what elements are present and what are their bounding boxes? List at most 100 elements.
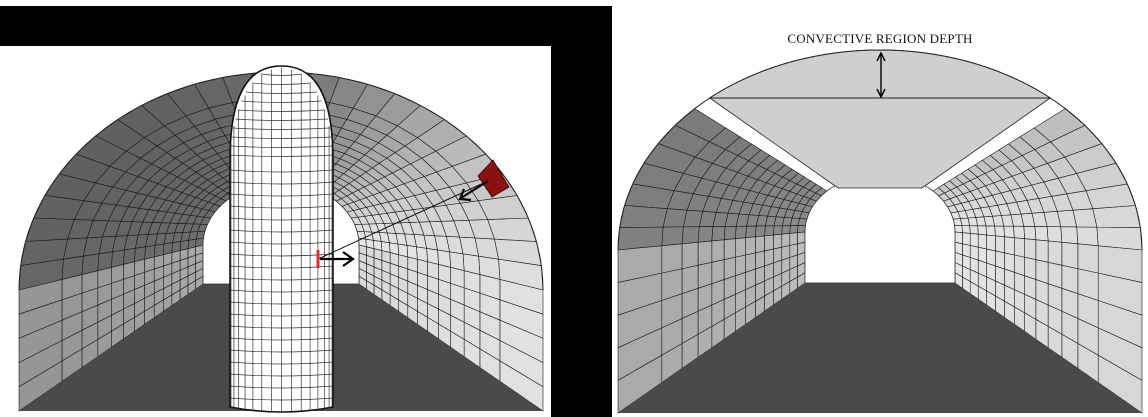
convective-region-depth-label: CONVECTIVE REGION DEPTH — [787, 31, 973, 46]
wall-cell — [681, 226, 700, 245]
cylinder-ring — [230, 302, 333, 304]
wall-cell — [1092, 205, 1141, 228]
side-wall-cell — [962, 232, 971, 246]
right-panel: CONVECTIVE REGION DEPTH — [612, 0, 1148, 417]
cylinder-ring — [230, 362, 333, 364]
wall-cell — [797, 225, 806, 234]
cylinder-ring — [230, 398, 333, 400]
wall-cell — [1072, 208, 1098, 228]
wall-cell — [1003, 225, 1015, 239]
cylinder-ring — [230, 326, 333, 328]
cylinder-ring — [230, 206, 333, 208]
left-annotations — [316, 180, 489, 268]
cylinder-ring — [230, 278, 333, 280]
cylinder-cap-ring — [246, 92, 317, 94]
wall-cell — [755, 225, 766, 238]
wall-cell — [789, 225, 799, 234]
cylinder-ring — [230, 230, 333, 232]
cylinder-ring — [230, 182, 333, 184]
wall-cell — [969, 225, 979, 235]
wall-cell — [985, 225, 996, 237]
tunnel-opening — [804, 173, 956, 284]
cylinder-ring — [230, 338, 333, 340]
cylinder-cap-ring — [231, 146, 333, 148]
right-tunnel-diagram — [612, 0, 1148, 414]
depth-arrow-head-up — [876, 51, 886, 62]
side-wall-cell — [711, 239, 725, 263]
wall-cell — [1013, 225, 1025, 240]
panel-normal-arrow-head — [458, 188, 472, 202]
side-wall-cell — [954, 231, 963, 245]
side-wall-cell — [1024, 238, 1037, 261]
cylinder-ring — [230, 374, 333, 376]
wall-cell — [961, 225, 971, 234]
side-wall-cell — [723, 238, 736, 261]
side-wall-cell — [745, 236, 756, 256]
cylinder-ring — [230, 314, 333, 316]
cylinder-cap-ring — [261, 74, 303, 76]
side-wall-cell — [977, 233, 987, 250]
wall-cell — [1023, 225, 1037, 241]
cylinder-ring — [230, 254, 333, 256]
cylindrical-body — [230, 66, 333, 412]
side-wall-cell — [697, 240, 713, 266]
wall-cell — [977, 225, 987, 236]
wall-cell — [1076, 226, 1099, 247]
cylinder-ring — [230, 170, 333, 172]
side-wall-cell — [1013, 237, 1025, 258]
left-panel — [0, 6, 612, 417]
wall-cell — [764, 225, 775, 237]
wall-cell — [954, 225, 963, 234]
wall-cell — [735, 225, 747, 240]
wall-cell — [1034, 226, 1049, 242]
tunnel-floor — [618, 283, 1142, 413]
right-black-mask — [551, 6, 612, 417]
side-wall-cell — [755, 235, 765, 254]
cylinder-ring — [230, 242, 333, 244]
side-wall-cell — [1077, 243, 1099, 274]
side-wall-cell — [995, 235, 1005, 254]
cylinder-ring — [230, 266, 333, 268]
wall-cell — [781, 225, 791, 235]
side-wall-cell — [781, 233, 791, 248]
side-wall-cell — [1061, 241, 1079, 270]
wall-cell — [745, 225, 757, 239]
depth-arrow-head-down — [876, 88, 886, 99]
cylinder-ring — [230, 386, 333, 388]
wall-cell — [662, 208, 688, 228]
side-wall-cell — [661, 243, 683, 274]
side-wall-cell — [1035, 239, 1049, 263]
cylinder-cap-ring — [235, 119, 328, 121]
cylinder-cap-ring — [252, 83, 311, 85]
side-wall-cell — [773, 233, 783, 250]
wall-cell — [619, 205, 668, 228]
view-factor-line — [317, 180, 489, 260]
side-wall-cell — [1004, 236, 1015, 256]
convective-region-cap — [707, 49, 1053, 99]
side-wall-cell — [1047, 240, 1063, 266]
wall-cell — [25, 217, 75, 242]
cylinder-ring — [230, 218, 333, 220]
wall-cell — [487, 217, 537, 242]
side-wall-cell — [969, 233, 979, 248]
wall-cell — [697, 226, 714, 243]
cylinder-ring — [230, 194, 333, 196]
cylinder-cap-ring — [233, 128, 330, 130]
side-wall-cell — [764, 234, 774, 252]
cylinder-cap-ring — [238, 110, 325, 112]
cylinder-cap-ring — [241, 101, 321, 103]
cylinder-cap-ring — [230, 155, 333, 157]
cylinder-cap-ring — [232, 137, 332, 139]
wall-cell — [994, 225, 1005, 238]
wall-cell — [661, 226, 684, 247]
cylinder-ring — [230, 290, 333, 292]
right-tunnel-mesh — [618, 50, 1142, 414]
normal-arrow-head — [342, 251, 355, 267]
side-wall-cell — [986, 234, 996, 252]
right-annotations — [707, 49, 1053, 189]
side-wall-cell — [681, 241, 699, 270]
top-black-mask — [0, 6, 612, 46]
panel-normal-arrow-shaft — [460, 180, 489, 199]
cylinder-ring — [230, 350, 333, 352]
side-wall-cell — [789, 232, 798, 246]
